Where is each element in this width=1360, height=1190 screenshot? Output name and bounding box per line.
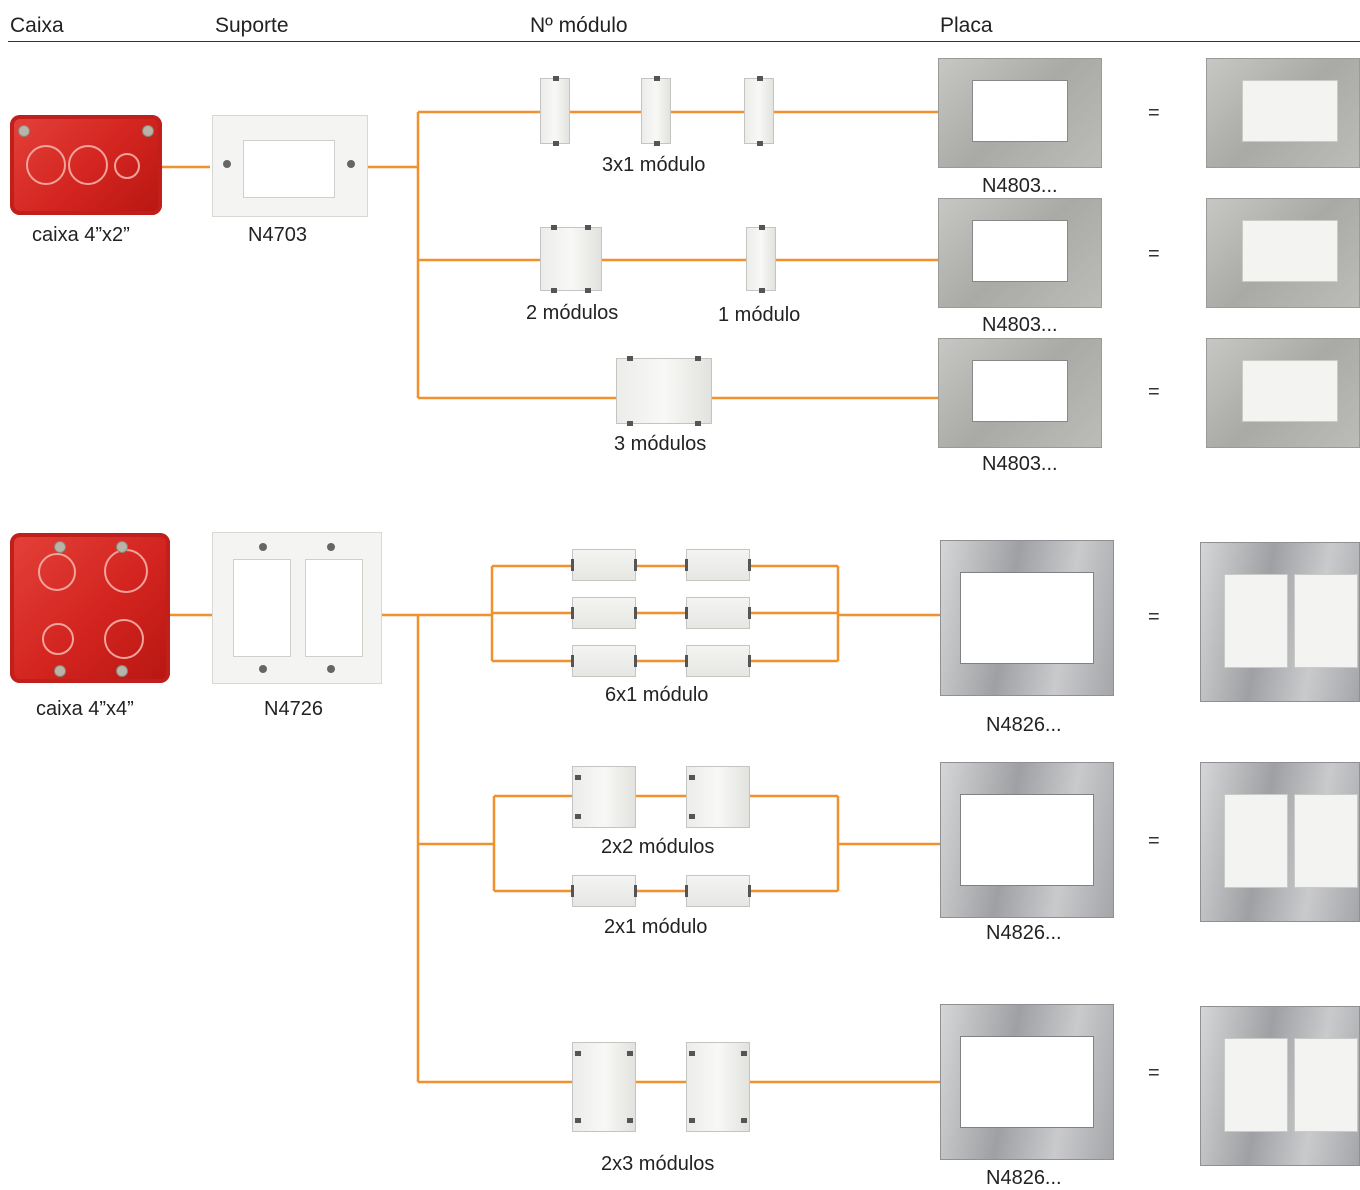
module-1x-horizontal — [572, 875, 636, 907]
plate-n4826 — [940, 540, 1114, 696]
junction-box-4x2 — [10, 115, 162, 215]
module-label: 3x1 módulo — [602, 154, 705, 177]
equals-sign: = — [1148, 102, 1160, 125]
plate-assembled — [1206, 338, 1360, 448]
module-1x-horizontal — [572, 597, 636, 629]
plate-label: N4803... — [982, 175, 1058, 198]
module-1x-horizontal — [686, 645, 750, 677]
module-label: 2x2 módulos — [601, 836, 714, 859]
module-1x — [641, 78, 671, 144]
plate-n4826 — [940, 1004, 1114, 1160]
plate-label: N4826... — [986, 714, 1062, 737]
junction-box-4x4 — [10, 533, 170, 683]
module-1x — [746, 227, 776, 291]
plate-n4803 — [938, 198, 1102, 308]
plate-assembled — [1200, 762, 1360, 922]
module-label: 1 módulo — [718, 304, 800, 327]
module-1x-horizontal — [686, 875, 750, 907]
module-1x-horizontal — [686, 549, 750, 581]
plate-label: N4826... — [986, 1167, 1062, 1190]
module-3x — [572, 1042, 636, 1132]
equals-sign: = — [1148, 381, 1160, 404]
support-label-n4703: N4703 — [248, 224, 307, 247]
plate-assembled — [1200, 1006, 1360, 1166]
box-label-4x2: caixa 4”x2” — [32, 224, 130, 247]
module-label: 2x1 módulo — [604, 916, 707, 939]
module-1x-horizontal — [572, 645, 636, 677]
module-2x — [686, 766, 750, 828]
plate-assembled — [1206, 198, 1360, 308]
support-n4726 — [212, 532, 382, 684]
module-1x — [540, 78, 570, 144]
module-label: 6x1 módulo — [605, 684, 708, 707]
plate-label: N4826... — [986, 922, 1062, 945]
plate-assembled — [1200, 542, 1360, 702]
equals-sign: = — [1148, 606, 1160, 629]
module-2x — [572, 766, 636, 828]
plate-n4803 — [938, 338, 1102, 448]
support-label-n4726: N4726 — [264, 698, 323, 721]
box-label-4x4: caixa 4”x4” — [36, 698, 134, 721]
module-label: 3 módulos — [614, 433, 706, 456]
module-label: 2x3 módulos — [601, 1153, 714, 1176]
equals-sign: = — [1148, 830, 1160, 853]
equals-sign: = — [1148, 1062, 1160, 1085]
module-1x — [744, 78, 774, 144]
module-2x — [540, 227, 602, 291]
plate-label: N4803... — [982, 314, 1058, 337]
module-3x — [616, 358, 712, 424]
module-1x-horizontal — [572, 549, 636, 581]
equals-sign: = — [1148, 243, 1160, 266]
plate-n4826 — [940, 762, 1114, 918]
module-label: 2 módulos — [526, 302, 618, 325]
module-3x — [686, 1042, 750, 1132]
plate-n4803 — [938, 58, 1102, 168]
plate-label: N4803... — [982, 453, 1058, 476]
plate-assembled — [1206, 58, 1360, 168]
module-1x-horizontal — [686, 597, 750, 629]
support-n4703 — [212, 115, 368, 217]
